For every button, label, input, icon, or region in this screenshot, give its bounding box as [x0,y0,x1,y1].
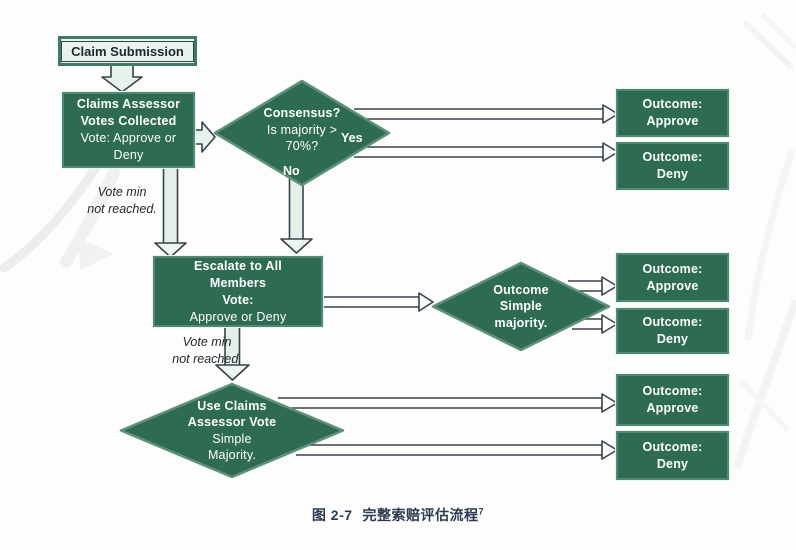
decision-line: Outcome [493,282,549,297]
note-line: not reached. [172,352,242,366]
claim-submission-node: Claim Submission [58,36,197,66]
node-line: Vote: Approve or [80,131,177,145]
decision-line: Majority. [207,448,257,462]
node-line: Vote: Approve or Deny [190,292,287,326]
outcome-approve-box-2: Outcome: Approve [616,253,729,302]
decision-line: Use Claims [197,398,267,413]
outcome-line: Deny [656,167,689,181]
decision-line: Simple [499,299,543,314]
diamond-shape [213,79,391,187]
arrow-escalate-to-majority [321,292,434,312]
arrow-escalate-to-assessor-vote [215,326,250,381]
note-line: not reached. [87,202,157,216]
arrow-assessor-to-escalate [154,160,187,258]
arrow-submission-to-assessor [101,63,143,93]
decision-line: Assessor Vote [187,415,277,429]
node-line: Deny [113,148,144,162]
figure-caption: 图 2-7 完整索赔评估流程7 [0,505,796,525]
diamond-shape [119,382,345,479]
arrow-assessor-vote-to-approve [278,393,618,413]
outcome-deny-box-3: Outcome: Deny [616,431,729,480]
decision-line: majority. [494,315,548,330]
node-line: Members [209,275,267,290]
arrow-assessor-vote-to-deny [296,440,618,460]
outcome-line: Approve [646,401,699,415]
arrow-assessor-to-consensus [192,121,216,153]
decision-title: Consensus? [263,106,341,121]
node-line: Escalate to All [194,258,282,273]
claim-submission-label: Claim Submission [61,40,194,62]
outcome-line: Outcome: [642,261,703,276]
outcome-deny-box-1: Outcome: Deny [616,142,729,190]
consensus-decision-diamond: Consensus? Is majority > 70%? Yes No [213,79,391,187]
outcome-line: Outcome: [642,315,703,329]
assessor-vote-diamond: Use Claims Assessor Vote Simple Majority… [119,382,345,479]
outcome-approve-box-3: Outcome: Approve [616,374,729,426]
outcome-line: Outcome: [642,439,703,454]
outcome-line: Approve [646,114,699,128]
note-line: Vote min [182,335,232,349]
figure-footnote-marker: 7 [478,506,485,517]
yes-label: Yes [341,131,363,145]
outcome-line: Deny [656,332,689,346]
outcome-deny-box-2: Outcome: Deny [616,308,729,354]
arrow-no-to-escalate [280,178,313,254]
outcome-line: Outcome: [642,150,703,164]
outcome-line: Outcome: [642,97,703,111]
claims-assessor-node: Claims Assessor Votes Collected Vote: Ap… [62,92,195,168]
vote-rest: Approve or Deny [189,309,287,324]
vote-label: Vote: [222,292,254,307]
escalate-node: Escalate to All Members Vote: Approve or… [153,256,323,327]
note-vote-min-top: Vote min not reached. [62,184,182,218]
arrow-consensus-to-deny [354,142,619,162]
node-line: Claims Assessor [76,97,181,111]
figure-title: 完整索赔评估流程 [362,507,479,523]
decision-line: Is majority > [266,122,338,137]
outcome-line: Approve [646,278,699,293]
outcome-line: Deny [656,456,689,471]
arrow-consensus-to-approve [354,104,619,124]
diamond-shape [431,261,611,352]
note-vote-min-bottom: Vote min not reached. [148,334,266,368]
figure-number: 图 2-7 [311,507,353,523]
outcome-approve-box-1: Outcome: Approve [616,89,729,137]
outcome-line: Outcome: [642,384,703,398]
decision-line: Simple [212,431,252,446]
node-line: Votes Collected [80,114,177,128]
no-label: No [283,164,300,178]
simple-majority-diamond: Outcome Simple majority. [431,261,611,352]
decision-line: 70%? [285,139,319,154]
note-line: Vote min [97,185,147,199]
